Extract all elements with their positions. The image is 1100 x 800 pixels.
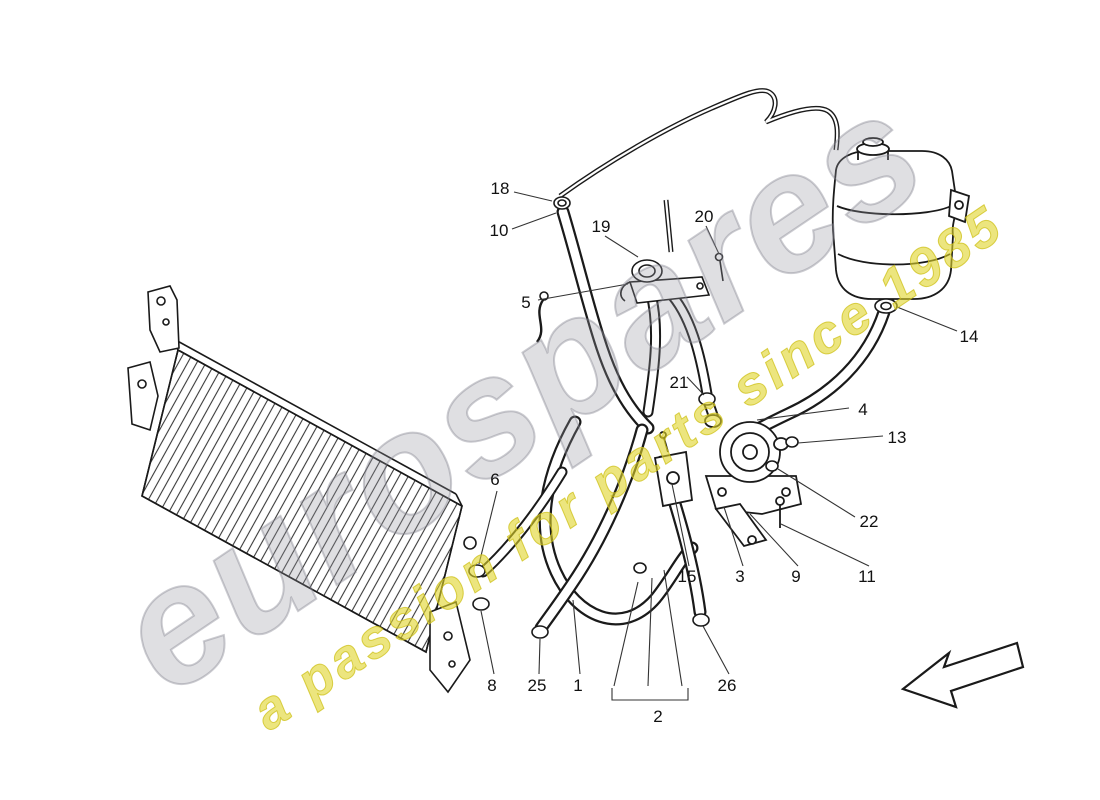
callout-21: 21: [669, 373, 689, 392]
expansion-tank: [831, 137, 971, 306]
coolant-pump: [653, 414, 803, 548]
callout-8: 8: [487, 676, 497, 695]
callout-5: 5: [521, 293, 531, 312]
callout-22: 22: [859, 512, 879, 531]
callout-20: 20: [694, 207, 714, 226]
hose-clamps: [468, 196, 898, 639]
direction-arrow-icon: [900, 641, 1025, 709]
coolant-hoses: [477, 205, 891, 635]
leader-lines: [478, 191, 958, 701]
callout-14: 14: [959, 327, 979, 346]
callout-18: 18: [490, 179, 510, 198]
callout-13: 13: [887, 428, 907, 447]
callout-1: 1: [573, 676, 583, 695]
tank-cap: [856, 137, 890, 160]
callout-26: 26: [717, 676, 737, 695]
callout-10: 10: [489, 221, 509, 240]
thermostat-bracket: [535, 252, 724, 343]
callout-3: 3: [735, 567, 745, 586]
callout-9: 9: [791, 567, 801, 586]
vent-pipe: [558, 88, 840, 253]
callout-25: 25: [527, 676, 547, 695]
callout-6: 6: [490, 470, 500, 489]
callout-4: 4: [858, 400, 868, 419]
callout-19: 19: [591, 217, 611, 236]
callout-11: 11: [858, 567, 876, 586]
callout-2: 2: [653, 707, 663, 726]
callout-bracket-2: [611, 569, 689, 701]
callout-15: 15: [677, 567, 697, 586]
radiator: [127, 285, 477, 694]
